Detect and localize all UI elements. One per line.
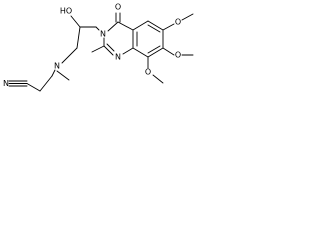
bond-amine-methyl bbox=[56, 70, 70, 81]
bond-c5-c6-b bbox=[147, 24, 161, 33]
bond-c7-o bbox=[162, 47, 175, 56]
atom-label-carbonyl-o: O bbox=[115, 3, 121, 12]
bond-c5-c6-a bbox=[147, 20, 164, 31]
bond-n3-c4 bbox=[107, 21, 119, 32]
atom-label-methoxy-8-o: O bbox=[145, 68, 151, 77]
bond-ch2-amine bbox=[51, 69, 56, 77]
atom-label-methoxy-7-o: O bbox=[175, 51, 181, 60]
atom-label-ring-n3: N bbox=[100, 30, 106, 39]
atom-label-methoxy-6-o: O bbox=[175, 18, 181, 27]
bond-c8-c8a bbox=[132, 47, 149, 58]
bond-c7-c8-a bbox=[147, 47, 164, 58]
atom-label-nitrile-n: N bbox=[3, 79, 9, 88]
bond-c8a-n1 bbox=[122, 47, 134, 55]
bond-o-me8 bbox=[152, 74, 164, 84]
bond-c2-methyl bbox=[91, 45, 105, 53]
atom-label-ring-n1: N bbox=[115, 53, 121, 62]
bond-ch2-ch2 bbox=[39, 75, 53, 92]
structural-formula: N N HO O N N O O O bbox=[3, 3, 194, 92]
bond-c4-c4a bbox=[117, 21, 134, 31]
bond-o-me6 bbox=[181, 13, 194, 21]
bond-choh-oh bbox=[70, 15, 81, 28]
bond-cn-ch2 bbox=[26, 83, 41, 92]
bond-c4a-c5 bbox=[132, 20, 149, 31]
bond-ch2-n3 bbox=[95, 26, 100, 31]
bond-n1-c2-b bbox=[106, 43, 115, 52]
bond-ch2-choh bbox=[76, 26, 81, 49]
bond-amine-ch2 bbox=[61, 47, 78, 64]
bond-c7-c8-b bbox=[147, 45, 161, 54]
atom-labels: N N HO O N N O O O bbox=[3, 3, 181, 89]
atom-label-hydroxyl: HO bbox=[60, 7, 72, 16]
atom-label-amine-n: N bbox=[54, 62, 60, 71]
bond-c6-o bbox=[162, 23, 175, 31]
bond-n1-c2-a bbox=[103, 45, 114, 56]
bonds bbox=[8, 12, 194, 92]
